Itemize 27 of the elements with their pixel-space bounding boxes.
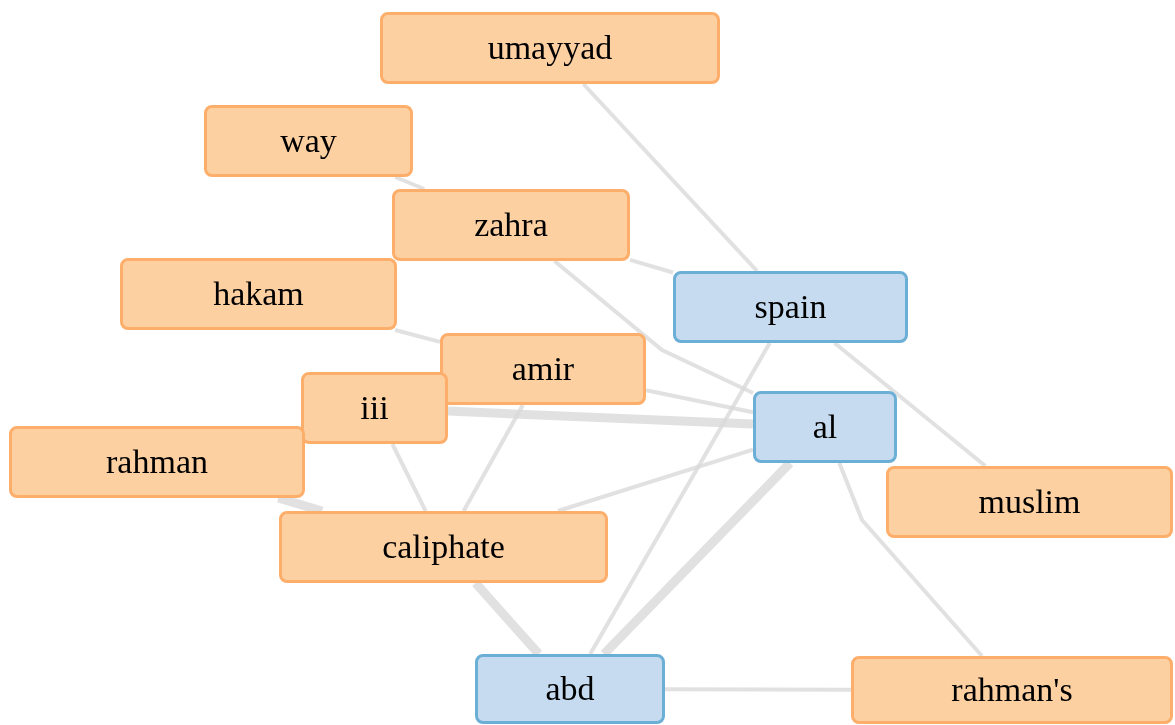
connector-line [665,687,851,692]
word-box: caliphate [279,511,608,583]
connector-line [390,443,428,512]
connector-line [394,328,441,344]
connector-line [833,341,987,468]
connector-line [581,82,759,273]
word-box: zahra [392,189,630,261]
word-box: rahman [9,426,305,498]
connector-line [461,404,525,512]
word-box: muslim [886,466,1173,538]
word-box: abd [475,654,665,724]
word-box: way [204,105,413,177]
word-box: rahman's [851,656,1173,724]
word-box: al [753,391,897,463]
connector-line [629,258,674,275]
connector-line [394,175,425,191]
connector-line [645,388,754,415]
connector-line [447,406,754,429]
connector-line [557,447,754,513]
word-box: amir [440,333,646,405]
connector-line [837,462,984,658]
word-box: iii [301,372,448,444]
word-box: spain [673,271,908,343]
word-box: umayyad [380,12,720,84]
word-box: hakam [120,258,397,330]
connector-line [553,259,754,395]
connector-line [588,342,772,655]
